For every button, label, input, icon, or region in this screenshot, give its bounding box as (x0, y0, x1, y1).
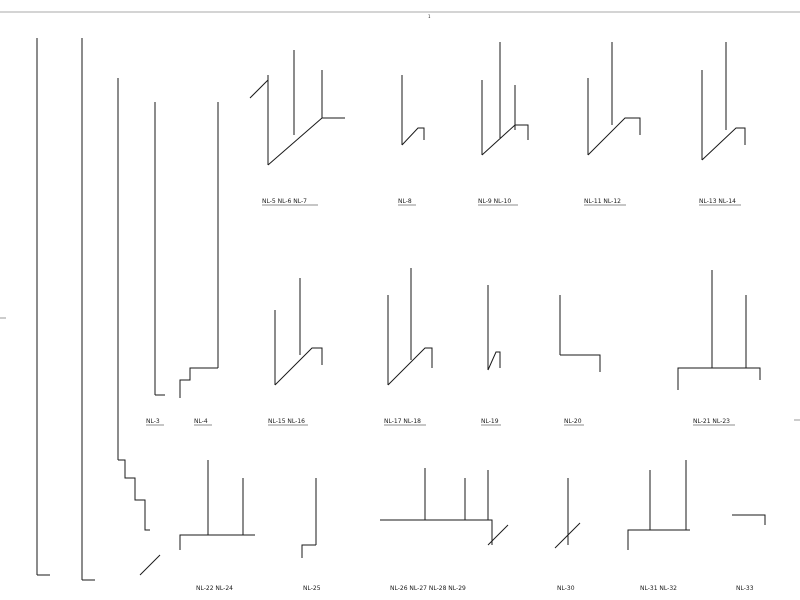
svg-text:NL-3: NL-3 (146, 418, 160, 425)
caption-nl-13-14: NL-13 NL-14 (699, 198, 741, 206)
svg-text:NL-19: NL-19 (481, 418, 499, 425)
svg-text:NL-11 NL-12: NL-11 NL-12 (584, 198, 621, 205)
svg-text:NL-33: NL-33 (736, 585, 754, 592)
caption-nl-9-10: NL-9 NL-10 (478, 198, 518, 206)
diagram-nl-33 (732, 514, 766, 525)
diagram-nl-15-16 (274, 278, 323, 386)
svg-text:NL-9 NL-10: NL-9 NL-10 (478, 198, 511, 205)
svg-text:NL-8: NL-8 (398, 198, 412, 205)
caption-nl-5-6-7: NL-5 NL-6 NL-7 (262, 198, 318, 206)
diagram-nl-17-18 (387, 268, 433, 386)
caption-nl-30: NL-30 (557, 585, 575, 592)
svg-text:NL-21 NL-23: NL-21 NL-23 (693, 418, 730, 425)
diagram-nl-30 (554, 478, 581, 549)
svg-text:NL-26 NL-27 NL-28 NL-29: NL-26 NL-27 NL-28 NL-29 (390, 585, 466, 592)
diagram-nl-9-10 (481, 42, 529, 156)
svg-text:NL-13 NL-14: NL-13 NL-14 (699, 198, 736, 205)
top-mark: 1 (428, 14, 431, 19)
caption-nl-33: NL-33 (736, 585, 754, 592)
diagram-nl-13-14 (701, 42, 746, 161)
caption-nl-31-32: NL-31 NL-32 (640, 585, 677, 592)
svg-text:NL-4: NL-4 (194, 418, 208, 425)
diagram-nl-22-24 (179, 460, 255, 550)
caption-nl-17-18: NL-17 NL-18 (384, 418, 426, 426)
diagram-nl-25 (301, 478, 317, 558)
caption-nl-25: NL-25 (303, 585, 321, 592)
svg-text:NL-22 NL-24: NL-22 NL-24 (196, 585, 233, 592)
diagram-nl-4 (179, 102, 219, 398)
diagram-nl-20 (559, 295, 601, 372)
diagram-nl-5-6-7 (249, 50, 345, 166)
diagram-nl-8 (401, 75, 425, 146)
caption-nl-3: NL-3 (146, 418, 164, 426)
svg-text:NL-17 NL-18: NL-17 NL-18 (384, 418, 421, 425)
tall-riser-3 (117, 78, 161, 576)
tall-riser-1 (36, 38, 50, 576)
diagram-nl-19 (487, 285, 501, 371)
diagram-nl-3 (154, 102, 165, 396)
caption-nl-8: NL-8 (398, 198, 416, 206)
svg-text:NL-5 NL-6 NL-7: NL-5 NL-6 NL-7 (262, 198, 307, 205)
caption-nl-22-24: NL-22 NL-24 (196, 585, 233, 592)
diagram-nl-21-23 (677, 270, 761, 390)
tall-riser-2 (81, 38, 95, 581)
caption-nl-19: NL-19 (481, 418, 501, 426)
svg-text:NL-15 NL-16: NL-15 NL-16 (268, 418, 305, 425)
caption-nl-26-27-28-29: NL-26 NL-27 NL-28 NL-29 (390, 585, 466, 592)
caption-nl-21-23: NL-21 NL-23 (693, 418, 735, 426)
diagram-nl-11-12 (587, 42, 641, 156)
caption-nl-4: NL-4 (194, 418, 212, 426)
diagram-nl-26-27-28-29 (380, 468, 509, 546)
svg-text:NL-30: NL-30 (557, 585, 575, 592)
diagram-nl-31-32 (627, 460, 690, 550)
svg-text:NL-25: NL-25 (303, 585, 321, 592)
svg-text:NL-31 NL-32: NL-31 NL-32 (640, 585, 677, 592)
caption-nl-11-12: NL-11 NL-12 (584, 198, 626, 206)
caption-nl-20: NL-20 (564, 418, 584, 426)
caption-nl-15-16: NL-15 NL-16 (268, 418, 308, 426)
svg-text:NL-20: NL-20 (564, 418, 582, 425)
